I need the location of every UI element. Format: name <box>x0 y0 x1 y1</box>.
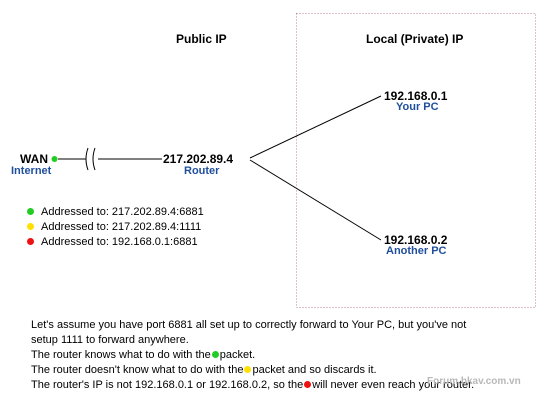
yellow-dot-icon <box>27 222 34 230</box>
wan-label: WAN <box>20 152 48 166</box>
red-dot-icon <box>304 380 312 388</box>
paragraph-text: The router's IP is not 192.168.0.1 or 19… <box>31 379 304 391</box>
wan-dot-icon <box>51 156 58 162</box>
legend-item-yellow: Addressed to: 217.202.89.4:1111 <box>27 220 201 235</box>
local-ip-header: Local (Private) IP <box>366 32 464 46</box>
pc2-ip: 192.168.0.2 <box>384 233 448 247</box>
paragraph-line: The router knows what to do with the pack… <box>31 348 531 363</box>
paragraph-text: packet and so discards it. <box>252 364 377 376</box>
private-network-boundary <box>296 13 536 308</box>
paragraph-text: will never even reach your router. <box>312 379 475 391</box>
legend-item-red: Addressed to: 192.168.0.1:6881 <box>27 235 198 250</box>
paragraph-line: setup 1111 to forward anywhere. <box>31 334 189 346</box>
legend-text: Addressed to: 217.202.89.4:6881 <box>41 206 204 218</box>
legend-text: Addressed to: 192.168.0.1:6881 <box>41 236 198 248</box>
pc1-label: Your PC <box>396 101 439 113</box>
yellow-dot-icon <box>244 365 252 373</box>
watermark: Forum.bkav.com.vn <box>427 376 521 387</box>
wan-break-mask <box>86 150 98 168</box>
pc1-ip: 192.168.0.1 <box>384 89 448 103</box>
router-label: Router <box>184 165 220 177</box>
router-ip: 217.202.89.4 <box>163 152 234 166</box>
pc2-label: Another PC <box>386 245 447 257</box>
green-dot-icon <box>27 207 34 215</box>
public-ip-header: Public IP <box>176 32 227 46</box>
paragraph-line: The router doesn't know what to do with … <box>31 363 531 378</box>
green-dot-icon <box>211 350 219 358</box>
wan-break-mark <box>85 147 96 171</box>
link-router-pc1 <box>249 95 382 159</box>
paragraph-text: The router doesn't know what to do with … <box>31 364 244 376</box>
link-router-pc2 <box>249 159 382 241</box>
legend-item-green: Addressed to: 217.202.89.4:6881 <box>27 205 204 220</box>
explanation-text: Let's assume you have port 6881 all set … <box>31 318 531 393</box>
legend-text: Addressed to: 217.202.89.4:1111 <box>41 221 202 233</box>
paragraph-text: packet. <box>219 349 256 361</box>
paragraph-line: The router's IP is not 192.168.0.1 or 19… <box>31 378 531 393</box>
paragraph-line: Let's assume you have port 6881 all set … <box>31 319 467 331</box>
paragraph-text: The router knows what to do with the <box>31 349 211 361</box>
internet-label: Internet <box>11 165 52 177</box>
red-dot-icon <box>27 237 34 245</box>
